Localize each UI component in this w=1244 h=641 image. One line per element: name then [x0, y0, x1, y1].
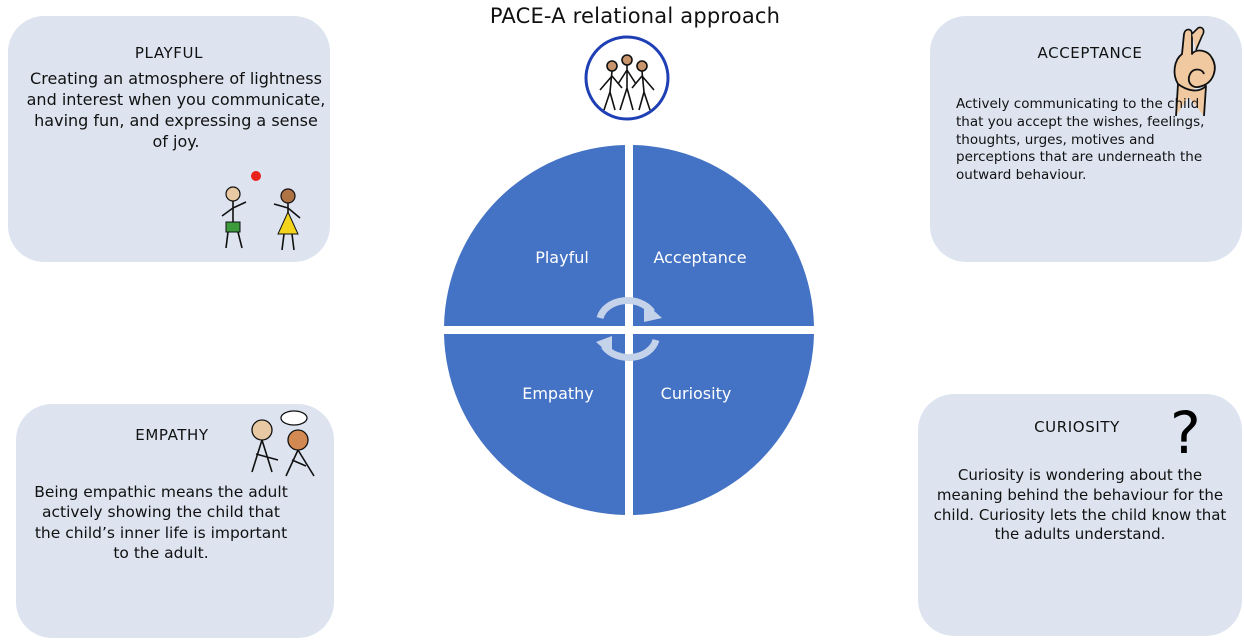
group-of-people-icon — [584, 35, 670, 121]
card-heading: ACCEPTANCE — [1037, 44, 1143, 62]
quadrant-label-empathy: Empathy — [522, 384, 594, 403]
card-empathy: EMPATHY Being empathic means the adult a… — [16, 404, 334, 638]
cycle-arrows-icon — [596, 297, 662, 361]
quadrant-playful — [444, 145, 625, 326]
quadrant-empathy — [444, 334, 625, 515]
children-playing-icon — [221, 171, 301, 251]
quadrant-label-acceptance: Acceptance — [653, 248, 747, 267]
quadrant-acceptance — [633, 145, 814, 326]
card-description: Being empathic means the adult actively … — [34, 483, 288, 563]
card-heading: CURIOSITY — [1034, 418, 1120, 436]
card-heading: PLAYFUL — [134, 44, 204, 62]
question-mark-icon: ? — [1170, 399, 1201, 467]
card-description: Actively communicating to the child that… — [956, 96, 1205, 184]
quadrant-label-playful: Playful — [535, 248, 589, 267]
people-talking-icon — [251, 410, 315, 477]
quadrant-curiosity — [633, 334, 814, 515]
card-curiosity: CURIOSITY ? Curiosity is wondering about… — [918, 394, 1242, 636]
card-playful: PLAYFUL Creating an atmosphere of lightn… — [8, 16, 330, 262]
card-acceptance: ACCEPTANCE Actively communicating to the… — [930, 16, 1242, 262]
card-description: Creating an atmosphere of lightness and … — [26, 69, 326, 152]
quadrant-label-curiosity: Curiosity — [660, 384, 732, 403]
diagram-title: PACE-A relational approach — [489, 4, 781, 28]
card-heading: EMPATHY — [135, 426, 209, 444]
card-description: Curiosity is wondering about the meaning… — [933, 466, 1227, 544]
ok-hand-icon — [1173, 26, 1216, 117]
